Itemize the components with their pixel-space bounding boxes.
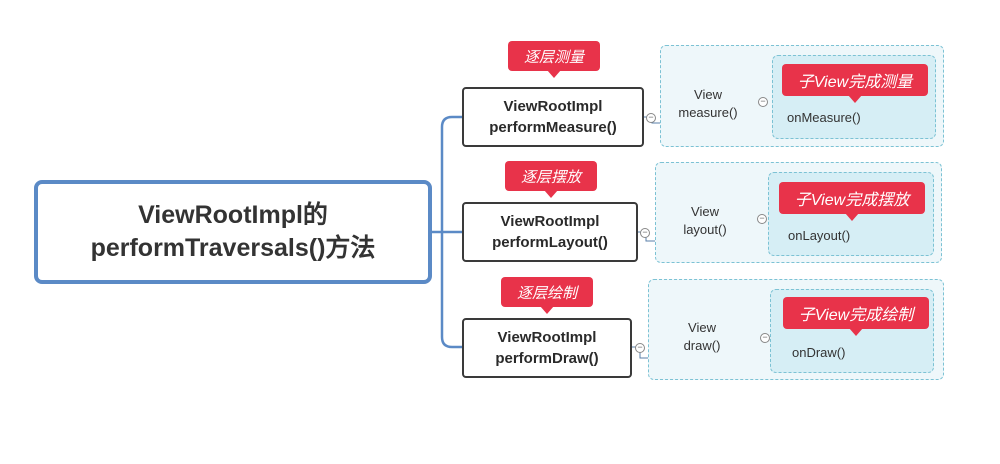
measure-child-tag: 子View完成测量	[782, 64, 928, 103]
layout-tag: 逐层摆放	[505, 161, 597, 198]
layout-view-method: layout()	[683, 222, 727, 237]
measure-method-name: performMeasure()	[489, 119, 617, 136]
collapse-icon[interactable]: −	[635, 343, 645, 353]
layout-view-label: View	[691, 204, 719, 219]
draw-view-method: draw()	[683, 338, 721, 353]
draw-tag: 逐层绘制	[501, 277, 593, 314]
layout-callback: onLayout()	[788, 228, 851, 243]
draw-view-text: View draw()	[670, 319, 734, 355]
collapse-icon[interactable]: −	[757, 214, 767, 224]
draw-view-label: View	[688, 320, 716, 335]
root-node: ViewRootImpl的 performTraversals()方法	[34, 180, 432, 284]
measure-tag: 逐层测量	[508, 41, 600, 78]
measure-view-method: measure()	[678, 105, 738, 120]
draw-child-tag: 子View完成绘制	[783, 297, 929, 336]
draw-callback: onDraw()	[792, 345, 846, 360]
perform-layout-node: ViewRootImpl performLayout()	[462, 202, 638, 262]
collapse-icon[interactable]: −	[758, 97, 768, 107]
collapse-icon[interactable]: −	[640, 228, 650, 238]
perform-draw-node: ViewRootImpl performDraw()	[462, 318, 632, 378]
root-title-line2: performTraversals()方法	[90, 234, 376, 262]
layout-method-name: performLayout()	[492, 234, 608, 251]
draw-method-name: performDraw()	[495, 350, 599, 367]
perform-measure-node: ViewRootImpl performMeasure()	[462, 87, 644, 147]
layout-view-text: View layout()	[673, 203, 737, 239]
measure-callback: onMeasure()	[787, 110, 861, 125]
layout-class-name: ViewRootImpl	[500, 213, 600, 230]
collapse-icon[interactable]: −	[646, 113, 656, 123]
collapse-icon[interactable]: −	[760, 333, 770, 343]
measure-view-label: View	[694, 87, 722, 102]
draw-class-name: ViewRootImpl	[497, 329, 597, 346]
measure-view-text: View measure()	[673, 86, 743, 122]
layout-child-tag: 子View完成摆放	[779, 182, 925, 221]
measure-class-name: ViewRootImpl	[503, 98, 603, 115]
root-title-line1: ViewRootImpl的	[138, 201, 328, 229]
